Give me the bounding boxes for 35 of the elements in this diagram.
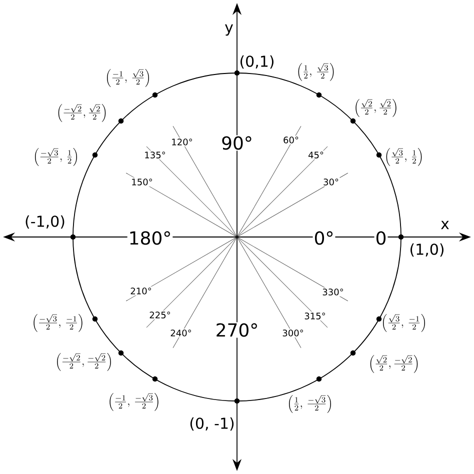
- angle-label: 135°: [143, 150, 167, 160]
- angle-label: 240°: [169, 328, 193, 338]
- angle-label: 210°: [129, 286, 153, 296]
- angle-label: 150°: [130, 178, 154, 186]
- coordinate-label: $\left(\frac{1}{2},\,\frac{\sqrt{3}}{2}\right)$: [298, 63, 334, 81]
- angle-label: 270°: [214, 322, 260, 338]
- angle-label: 300°: [281, 328, 305, 338]
- axis-label: x: [441, 220, 449, 230]
- angle-label: 90°: [220, 135, 254, 151]
- coordinate-label: $\left(\frac{-\sqrt{2}}{2},\frac{-\sqrt{2}}{2}\right)$: [57, 353, 111, 371]
- coordinate-label: (0, -1): [190, 417, 234, 431]
- angle-label: 0°: [312, 230, 336, 246]
- angle-label: 0: [374, 230, 388, 246]
- angle-label: 45°: [307, 150, 325, 160]
- angle-label: 180°: [127, 230, 173, 246]
- angle-label: 315°: [303, 312, 327, 320]
- coordinate-label: $\left(\frac{-\sqrt{3}}{2},\,\frac{-1}{2}\right)$: [34, 314, 82, 332]
- axis-label: y: [225, 24, 233, 36]
- coordinate-label: (1,0): [410, 243, 444, 257]
- coordinate-label: $\left(\frac{\sqrt{2}}{2},\frac{-\sqrt{2}}{2}\right)$: [370, 355, 418, 373]
- coordinate-label: $\left(\frac{\sqrt{3}}{2},\,\frac{-1}{2}\right)$: [383, 314, 425, 332]
- coordinate-label: $\left(\frac{-1}{2},\,\frac{\sqrt{3}}{2}\right)$: [107, 69, 149, 87]
- coordinate-label: $\left(\frac{1}{2},\,\frac{-\sqrt{3}}{2}\right)$: [289, 395, 331, 413]
- coordinate-label: $\left(\frac{-\sqrt{3}}{2},\,\frac{1}{2}\right)$: [35, 148, 77, 166]
- coordinate-label: $\left(\frac{-\sqrt{2}}{2},\frac{\sqrt{2}}{2}\right)$: [58, 104, 106, 122]
- coordinate-label: $\left(\frac{\sqrt{2}}{2},\frac{\sqrt{2}}{2}\right)$: [356, 99, 396, 117]
- coordinate-label: $\left(\frac{\sqrt{3}}{2},\,\frac{1}{2}\right)$: [386, 148, 422, 166]
- angle-label: 225°: [148, 310, 172, 320]
- angle-label: 330°: [321, 288, 345, 296]
- coordinate-label: (-1,0): [26, 215, 64, 229]
- coordinate-label: $\left(\frac{-1}{2},\,\frac{-\sqrt{3}}{2}\right)$: [110, 393, 158, 411]
- angle-label: 30°: [322, 178, 340, 186]
- angle-label: 60°: [282, 136, 300, 144]
- angle-label: 120°: [170, 138, 194, 146]
- coordinate-label: (0,1): [240, 55, 274, 69]
